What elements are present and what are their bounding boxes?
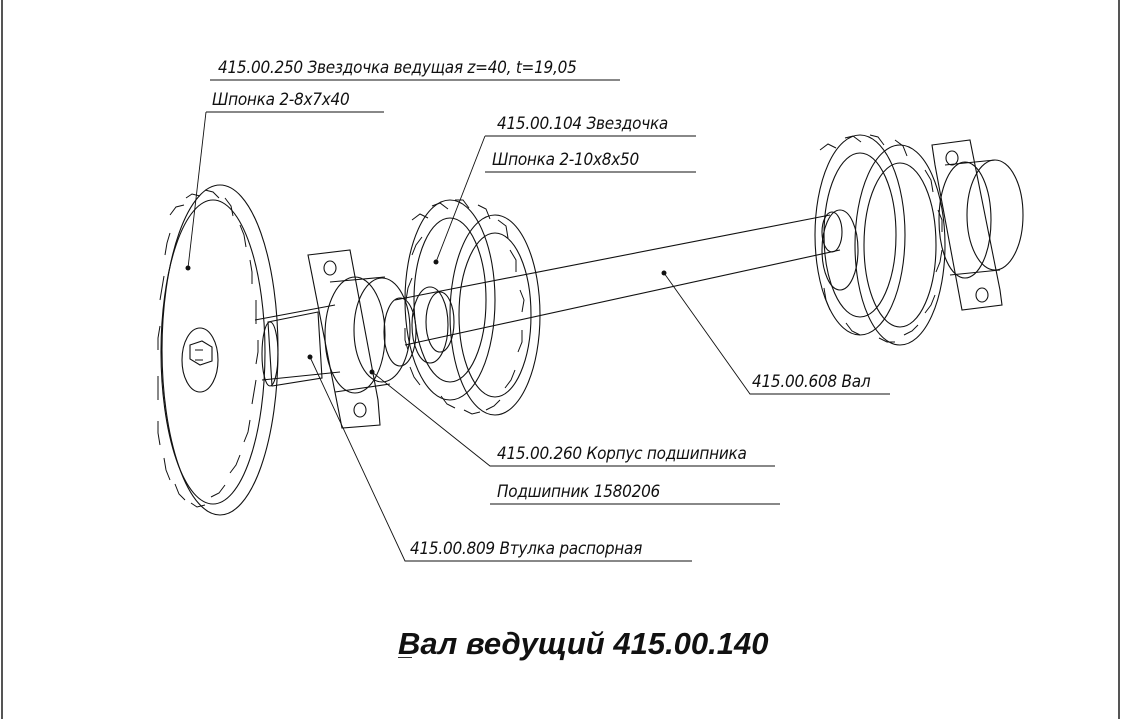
right-bearing-housing: [931, 139, 1024, 311]
leader-dots: [185, 259, 667, 375]
drive-sprocket: [157, 184, 279, 516]
left-double-sprocket: [404, 199, 541, 416]
leader-lines: [187, 79, 890, 562]
callout-bearing: Подшипник 1580206: [497, 482, 660, 502]
callout-bearing-housing: 415.00.260 Корпус подшипника: [497, 444, 747, 464]
left-bearing-housing: [307, 249, 417, 429]
callout-shaft: 415.00.608 Вал: [752, 372, 871, 392]
callout-sprocket: 415.00.104 Звездочка: [497, 114, 669, 134]
callout-drive-sprocket: 415.00.250 Звездочка ведущая z=40, t=19,…: [218, 58, 577, 78]
drawing-title: Вал ведущий 415.00.140: [398, 626, 769, 661]
shaft: [254, 211, 843, 381]
right-double-sprocket: [814, 134, 946, 346]
title-underline-mark: [398, 657, 412, 658]
callout-drive-sprocket-key: Шпонка 2-8x7x40: [212, 90, 350, 110]
callout-spacer: 415.00.809 Втулка распорная: [410, 539, 643, 559]
callout-sprocket-key: Шпонка 2-10x8x50: [492, 150, 639, 170]
